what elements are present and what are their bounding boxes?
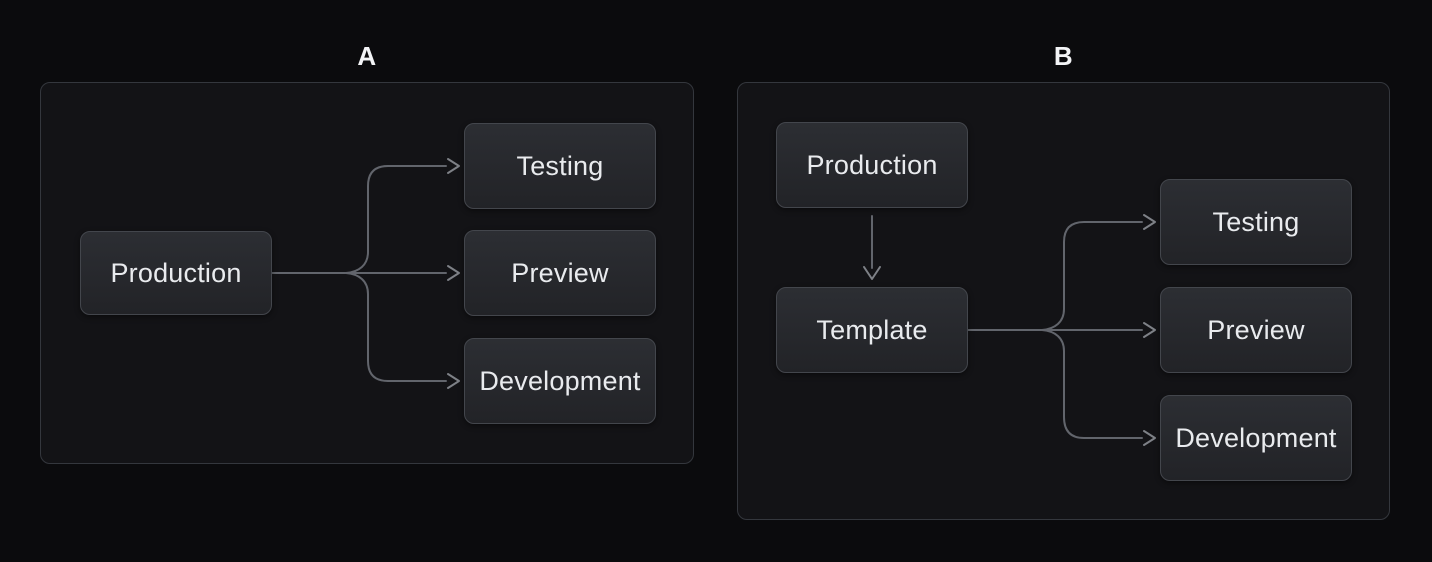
node-b-testing: Testing [1160,179,1352,265]
diagram-label-b: B [1053,41,1074,71]
node-b-development: Development [1160,395,1352,481]
node-b-production: Production [776,122,968,208]
node-a-development: Development [464,338,656,424]
node-b-preview: Preview [1160,287,1352,373]
node-label: Production [110,257,242,288]
node-a-preview: Preview [464,230,656,316]
node-a-testing: Testing [464,123,656,209]
node-b-template: Template [776,287,968,373]
node-label: Production [806,149,938,180]
node-label: Preview [1207,314,1305,345]
node-label: Development [479,365,641,396]
node-label: Testing [1212,206,1300,237]
node-label: Testing [516,150,604,181]
diagram-label-a: A [357,41,377,71]
node-label: Development [1175,422,1337,453]
node-label: Template [816,314,928,345]
node-label: Preview [511,257,609,288]
node-a-production: Production [80,231,272,315]
